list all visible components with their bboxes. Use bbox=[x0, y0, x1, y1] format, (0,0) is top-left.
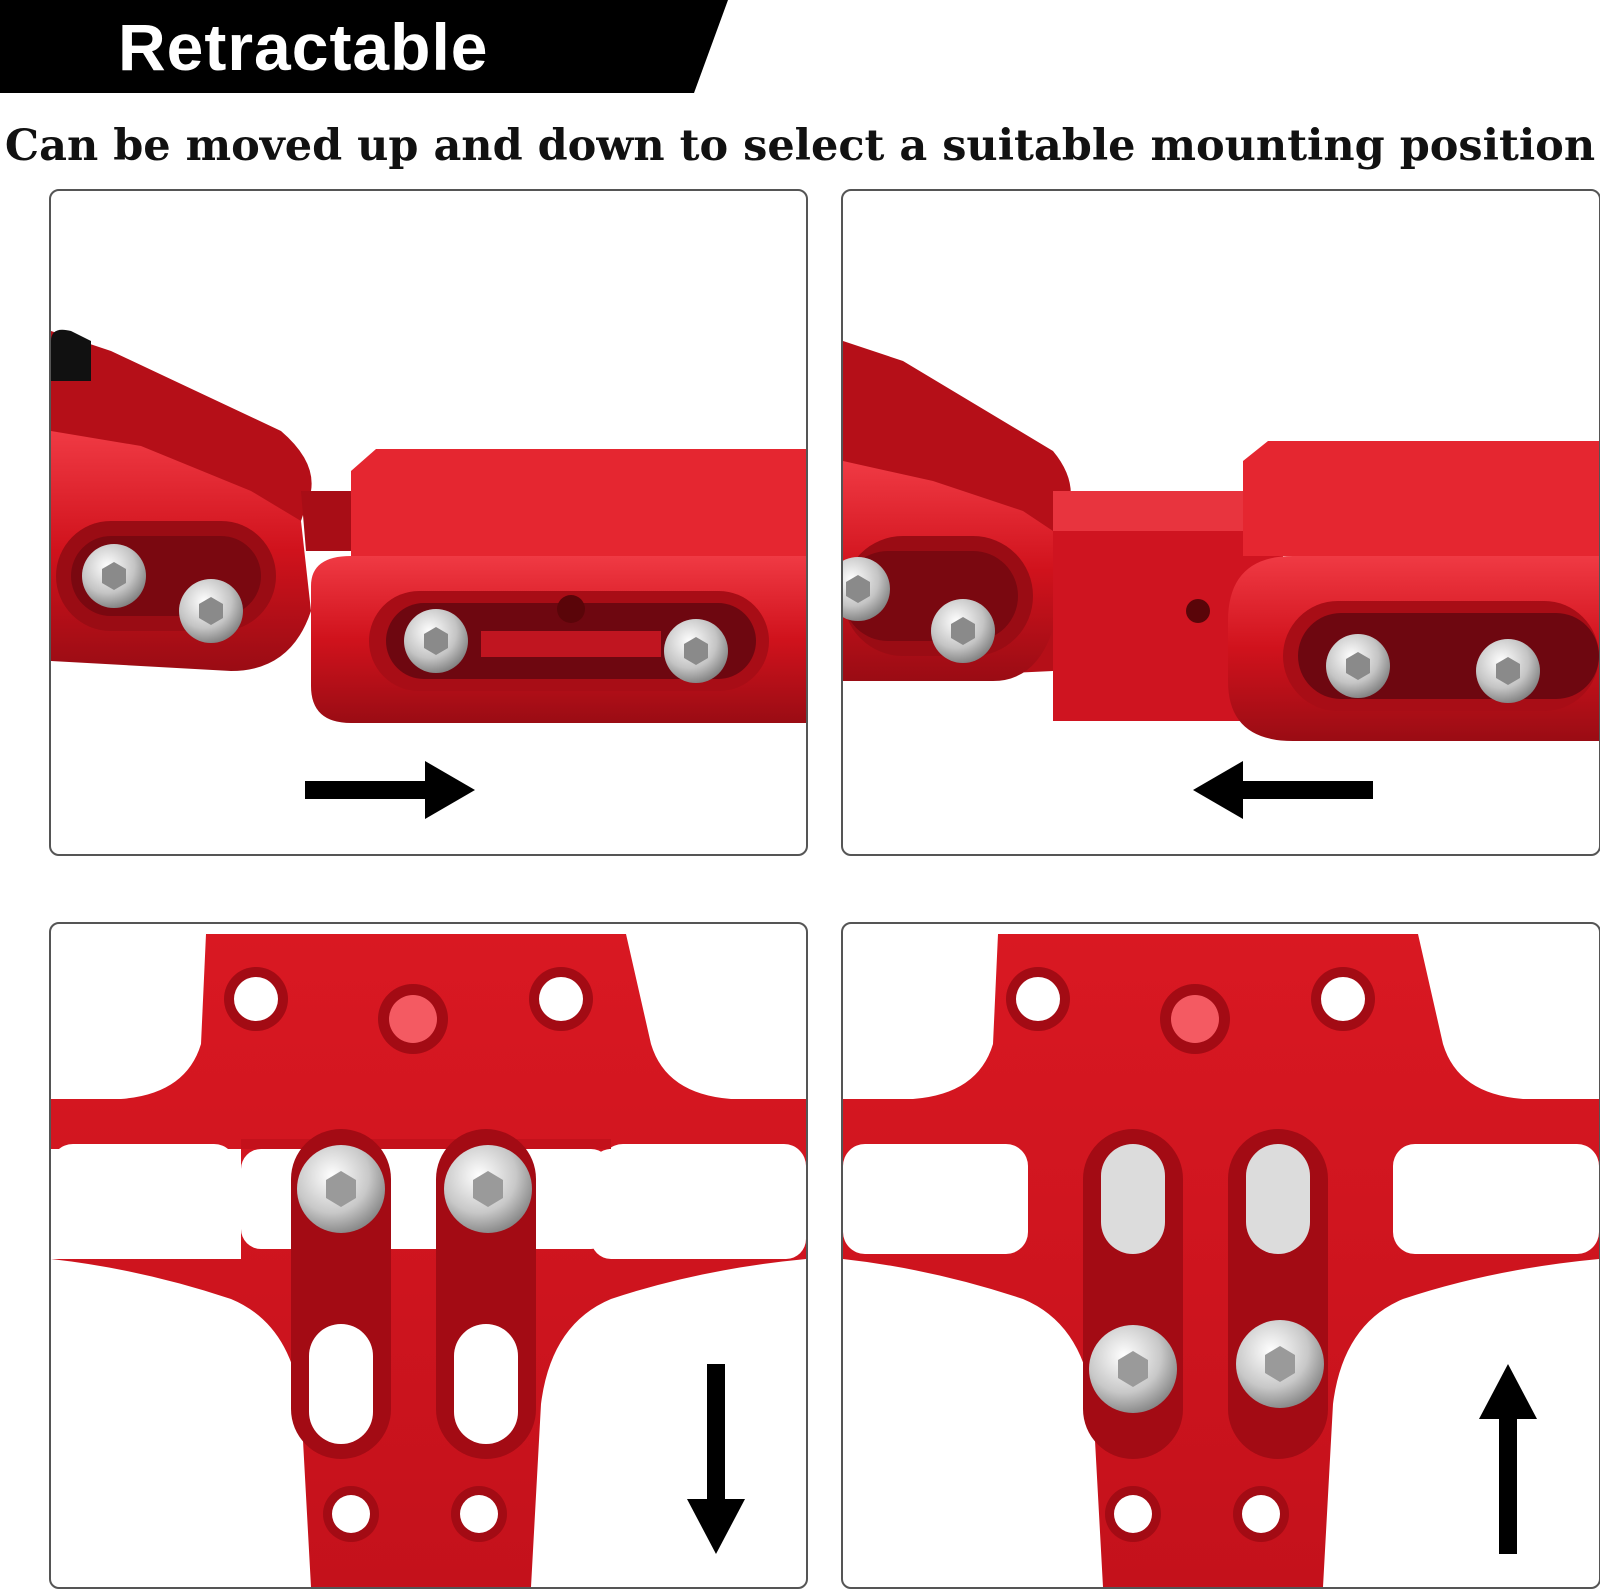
right-arrow-icon bbox=[305, 761, 475, 819]
down-arrow-icon bbox=[687, 1364, 745, 1554]
hex-bolt-icon bbox=[1326, 634, 1390, 698]
hex-bolt-icon bbox=[404, 609, 468, 673]
hex-bolt-icon bbox=[664, 619, 728, 683]
title-banner: Retractable bbox=[0, 0, 730, 95]
hex-bolt-icon bbox=[1476, 639, 1540, 703]
subtitle: Can be moved up and down to select a sui… bbox=[4, 121, 1596, 171]
up-arrow-icon bbox=[1479, 1364, 1537, 1554]
hex-bolt-icon bbox=[179, 579, 243, 643]
banner-background bbox=[0, 0, 728, 93]
plate-illustration bbox=[51, 934, 806, 1587]
banner-title: Retractable bbox=[118, 10, 489, 84]
hex-bolt-icon bbox=[931, 599, 995, 663]
left-arrow-icon bbox=[1193, 761, 1373, 819]
plate-illustration bbox=[843, 934, 1599, 1587]
panel-slide-up bbox=[841, 922, 1600, 1589]
hex-bolt-icon bbox=[444, 1145, 532, 1233]
panel-retract-left bbox=[841, 189, 1600, 856]
hex-bolt-icon bbox=[82, 544, 146, 608]
panel-slide-down bbox=[49, 922, 808, 1589]
hex-bolt-icon bbox=[1089, 1325, 1177, 1413]
hex-bolt-icon bbox=[297, 1145, 385, 1233]
hex-bolt-icon bbox=[1236, 1320, 1324, 1408]
panel-extend-right bbox=[49, 189, 808, 856]
bracket-illustration bbox=[51, 329, 806, 723]
hex-bolt-icon bbox=[843, 557, 890, 621]
